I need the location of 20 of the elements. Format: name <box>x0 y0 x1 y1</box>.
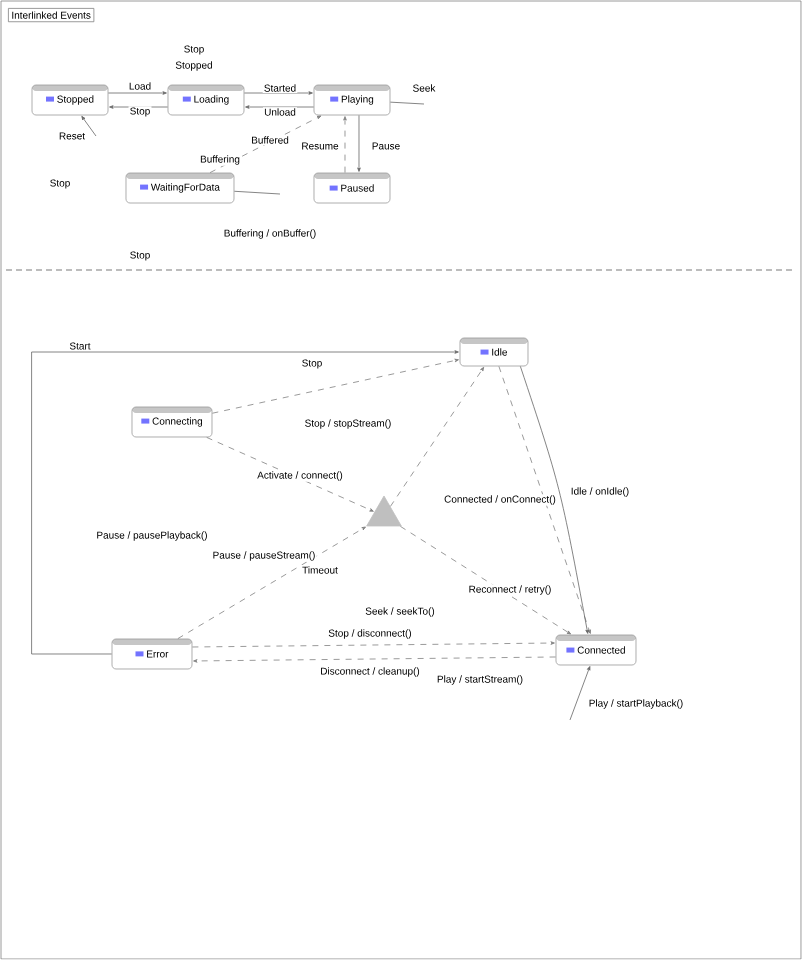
transition-arrow <box>498 366 591 634</box>
transition-arrow <box>209 115 322 173</box>
transition-arrow <box>193 656 556 663</box>
transition-arrow <box>206 437 374 512</box>
transition-arrow <box>400 526 572 635</box>
transition-arrow <box>109 105 168 109</box>
transition-arrow <box>244 91 313 95</box>
transition-arrow <box>212 358 459 414</box>
transition-arrow <box>343 116 347 173</box>
transition-arrow <box>569 666 591 721</box>
transition-arrow <box>245 105 314 109</box>
transition-arrow <box>520 366 589 634</box>
transition-arrow <box>108 91 167 95</box>
transition-arrow <box>177 526 366 639</box>
transition-arrow <box>192 641 555 648</box>
transition-arrow <box>390 366 485 507</box>
transition-arrow <box>81 115 97 137</box>
choice-triangle <box>366 495 402 527</box>
transition-arrow <box>357 115 361 172</box>
transition-arrow <box>31 350 459 655</box>
